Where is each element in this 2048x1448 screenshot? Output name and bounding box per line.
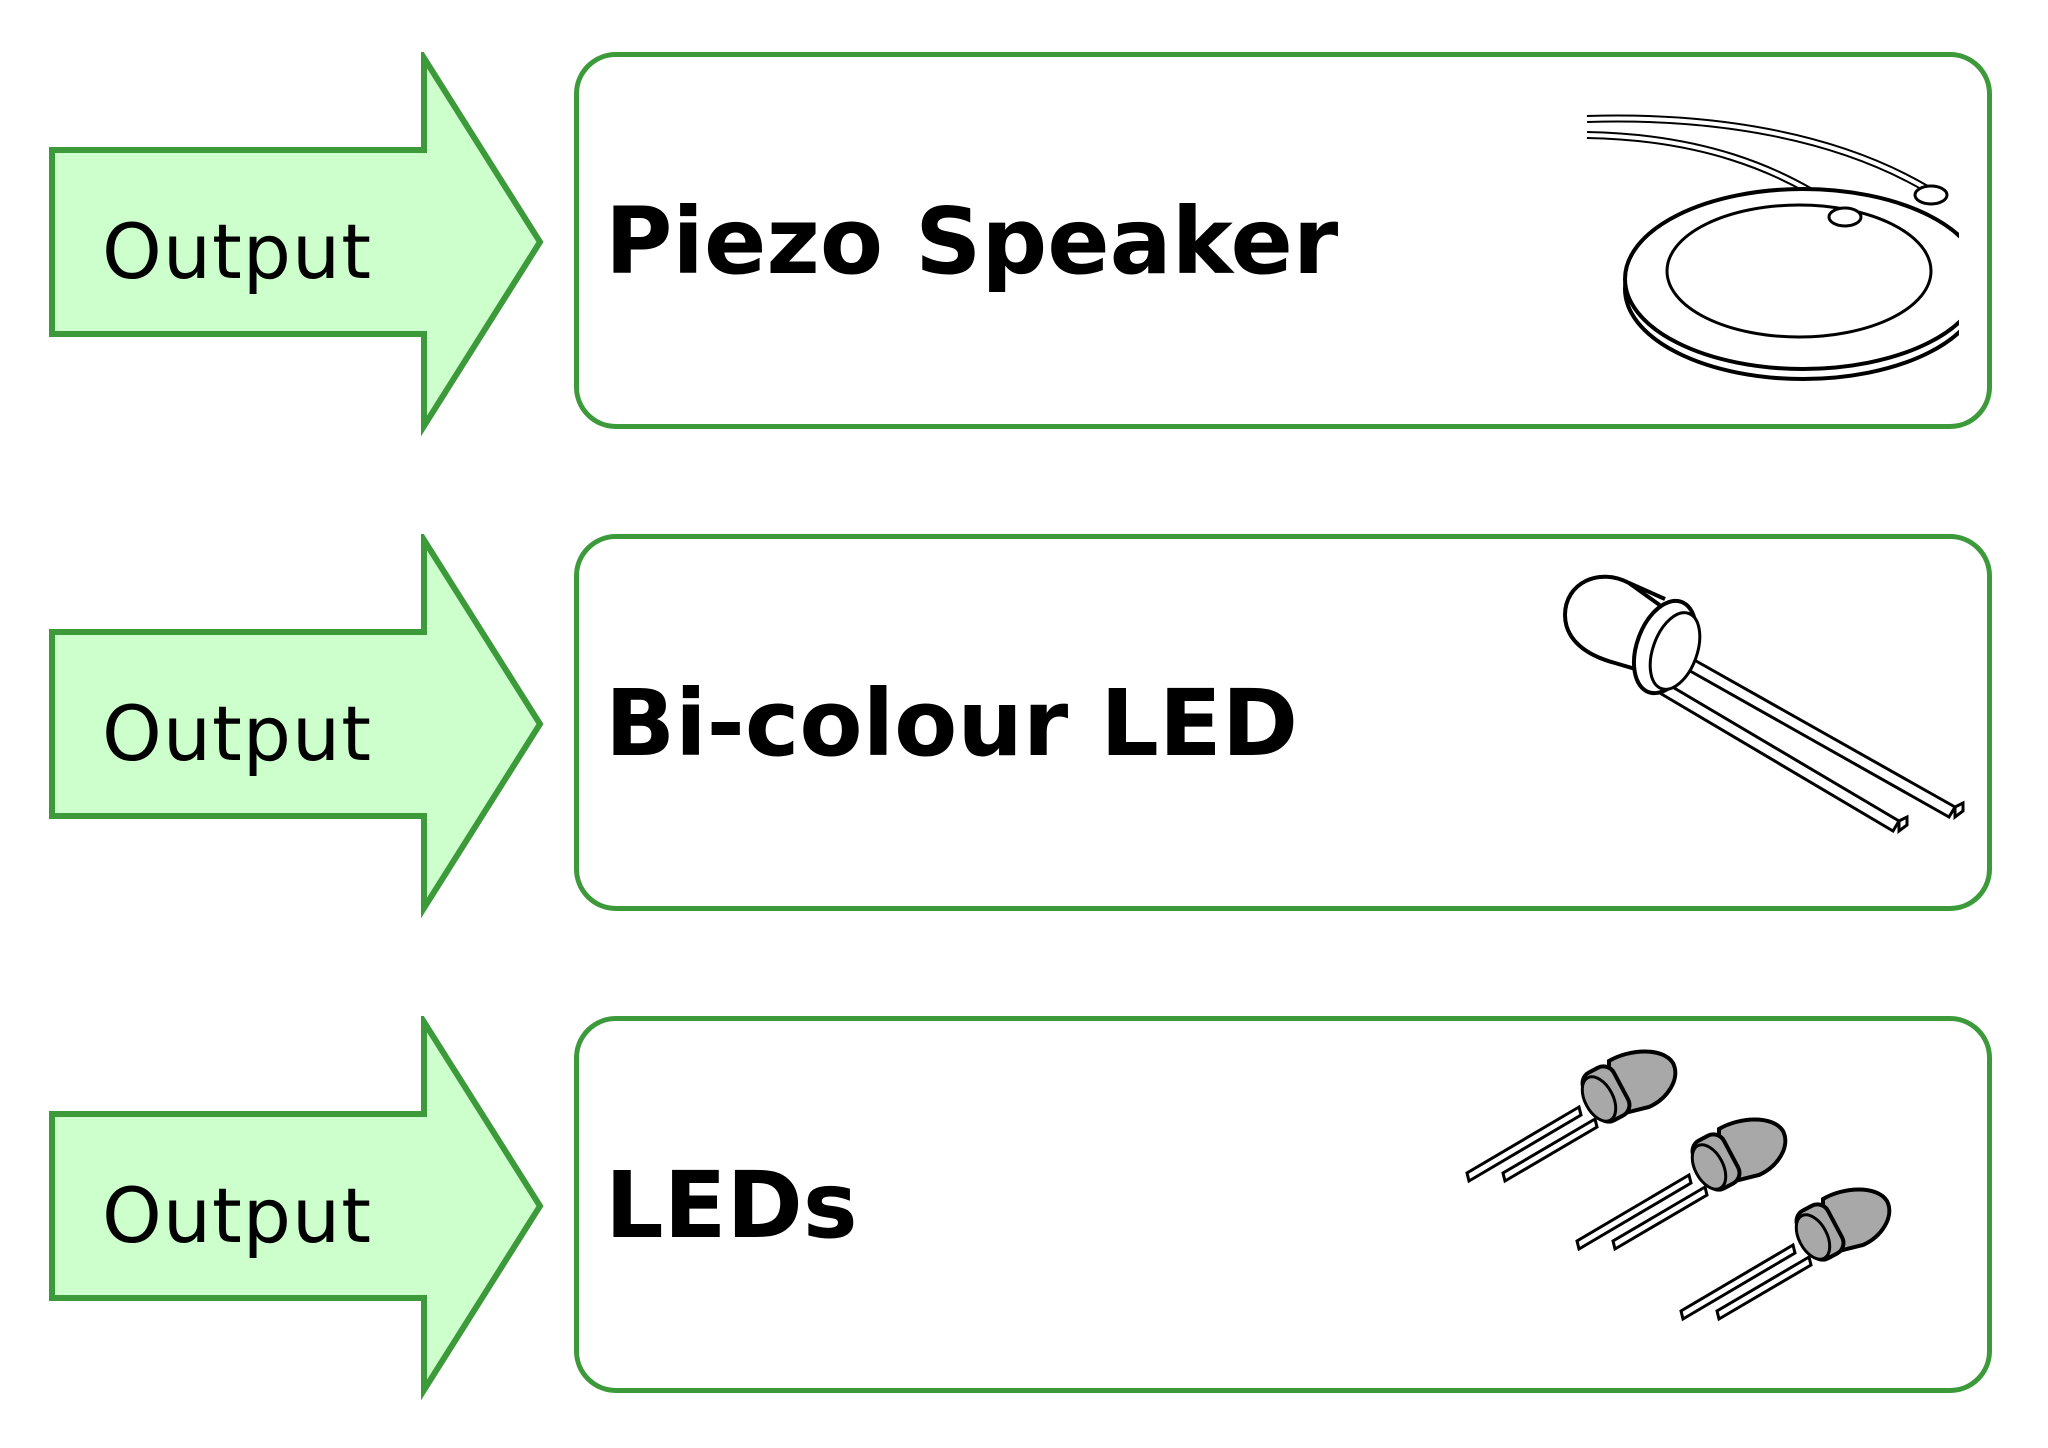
- component-title: Piezo Speaker: [605, 188, 1339, 295]
- bicolour-led-icon: [1562, 574, 1965, 834]
- arrow-label: Output: [102, 689, 372, 778]
- arrow-icon: [49, 534, 544, 919]
- arrow-label: Output: [102, 1171, 372, 1260]
- arrow-label: Output: [102, 207, 372, 296]
- leds-icon: [1465, 1049, 1892, 1321]
- output-row-piezo: Output Piezo Speaker: [0, 6, 2048, 437]
- output-arrow: Output: [48, 534, 548, 930]
- component-card: LEDs: [574, 1016, 1992, 1393]
- piezo-speaker-icon: [1586, 114, 1959, 381]
- output-row-bicolour-led: Output Bi-colour LED: [0, 488, 2048, 919]
- component-title: LEDs: [605, 1152, 858, 1259]
- output-arrow: Output: [48, 1016, 548, 1412]
- output-row-leds: Output LEDs: [0, 970, 2048, 1401]
- arrow-icon: [49, 1016, 544, 1401]
- output-arrow: Output: [48, 52, 548, 448]
- component-title: Bi-colour LED: [605, 670, 1299, 777]
- component-card: Piezo Speaker: [574, 52, 1992, 429]
- component-card: Bi-colour LED: [574, 534, 1992, 911]
- arrow-icon: [49, 52, 544, 437]
